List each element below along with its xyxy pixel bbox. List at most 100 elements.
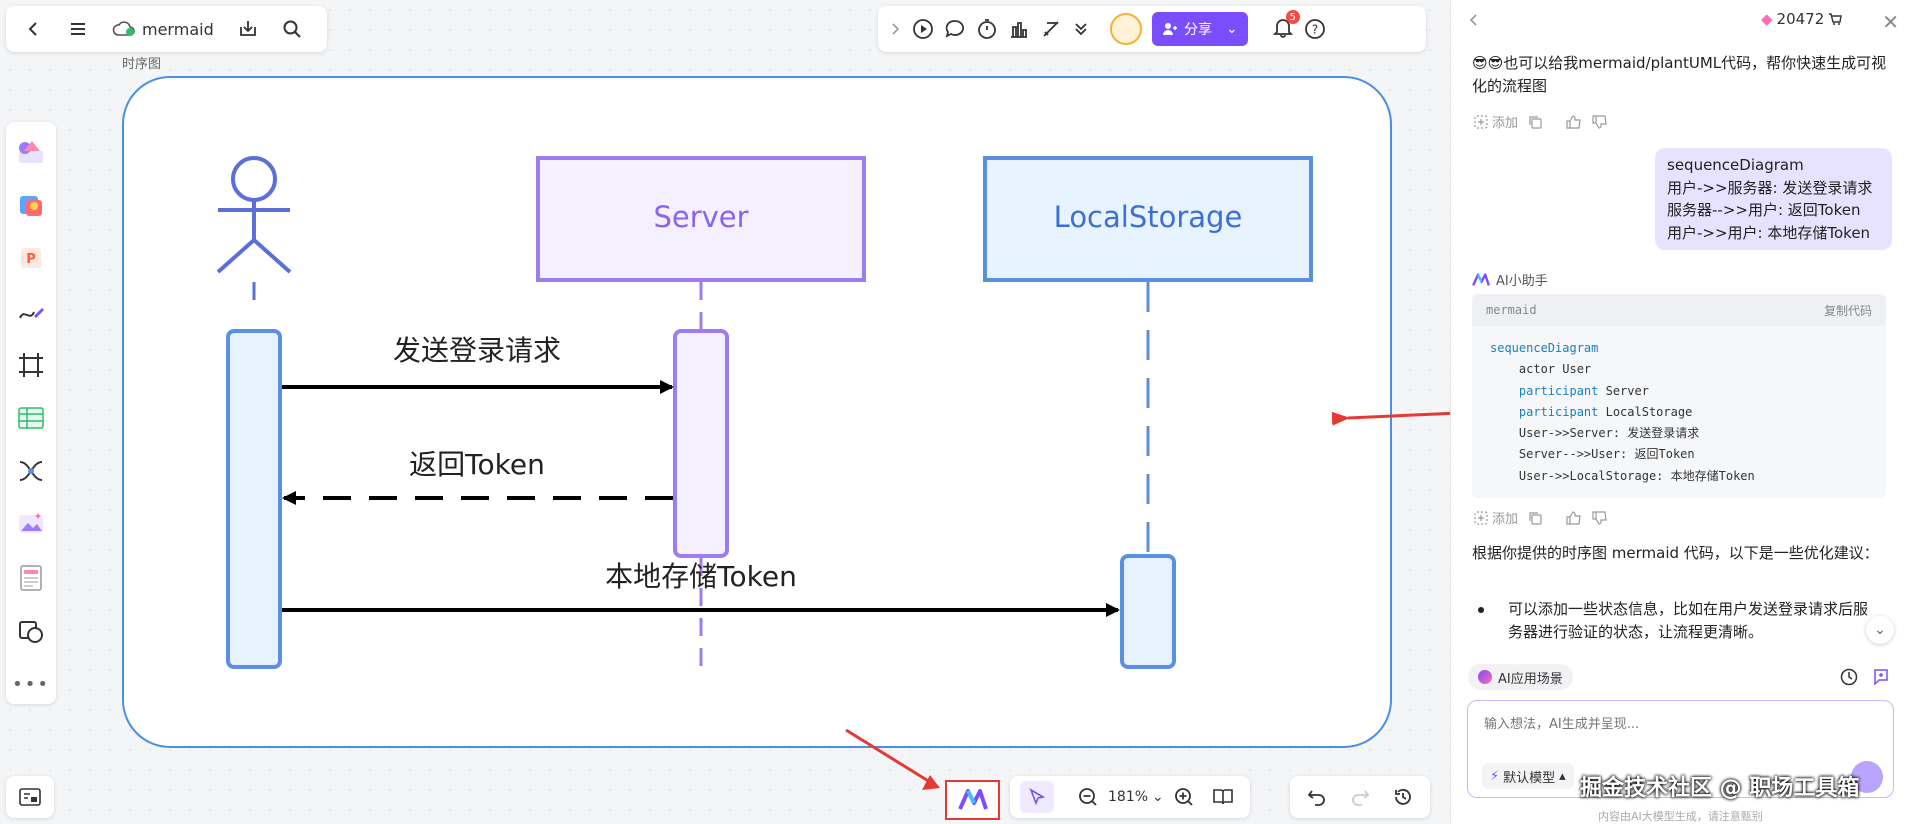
- sequence-diagram: Server LocalStorage 发送登录请求 返回Token 本地存储T…: [216, 156, 1450, 790]
- model-select[interactable]: ⚡ 默认模型 ▴: [1482, 763, 1574, 789]
- ai-disclaimer: 内容由AI大模型生成，请注意甄别: [1598, 810, 1763, 823]
- message-label-2: 返回Token: [409, 448, 545, 481]
- vote-icon[interactable]: [1008, 18, 1030, 40]
- thumbs-up-icon[interactable]: [1566, 114, 1582, 129]
- back-button[interactable]: [16, 11, 52, 47]
- table-icon: [18, 407, 44, 429]
- scene-label: AI应用场景: [1498, 671, 1563, 687]
- image-tool[interactable]: [14, 505, 48, 544]
- templates-tool[interactable]: [14, 132, 48, 171]
- annotation-arrowhead-launcher: [922, 775, 940, 790]
- close-icon: ✕: [1882, 10, 1899, 34]
- code-content: sequenceDiagram actor User participant S…: [1472, 326, 1886, 499]
- thumbs-down-icon[interactable]: [1592, 114, 1608, 129]
- document-name: mermaid: [142, 19, 214, 39]
- add-to-canvas-button[interactable]: 添加: [1474, 112, 1518, 131]
- minimap-button[interactable]: [6, 776, 54, 818]
- top-right-toolbar: 分享 ⌄ 5 ?: [878, 6, 1426, 52]
- message-actions-1: 添加: [1474, 112, 1608, 131]
- ai-logo-icon: [957, 789, 988, 810]
- ai-logo-icon: [1472, 272, 1490, 286]
- timer-icon[interactable]: [976, 18, 998, 40]
- shapes-icon: [19, 621, 43, 644]
- user-avatar[interactable]: [1110, 13, 1142, 45]
- suggestion-list: 可以添加一些状态信息，比如在用户发送登录请求后服务器进行验证的状态，让流程更清晰…: [1478, 598, 1878, 644]
- send-button[interactable]: [1851, 761, 1883, 793]
- collapse-panel-icon[interactable]: [1467, 13, 1481, 27]
- user-message-line: 用户->>服务器: 发送登录请求: [1667, 178, 1873, 197]
- hamburger-icon: [71, 23, 85, 35]
- user-message-bubble: sequenceDiagram 用户->>服务器: 发送登录请求 服务器-->>…: [1655, 148, 1892, 250]
- scroll-to-bottom-button[interactable]: ⌄: [1866, 616, 1894, 644]
- share-dropdown-icon[interactable]: ⌄: [1226, 21, 1238, 37]
- thumbs-up-icon[interactable]: [1566, 510, 1582, 525]
- history-toolbar: [1290, 776, 1430, 818]
- assistant-reply-intro: 根据你提供的时序图 mermaid 代码，以下是一些优化建议：: [1472, 544, 1879, 562]
- add-to-canvas-button[interactable]: 添加: [1474, 508, 1518, 527]
- more-tools-button[interactable]: •••: [12, 665, 48, 704]
- copy-icon[interactable]: [1528, 511, 1542, 525]
- scene-icon: [1478, 670, 1492, 684]
- add-canvas-icon: [1474, 510, 1488, 525]
- redo-icon[interactable]: [1350, 787, 1370, 807]
- reading-mode-icon[interactable]: [1212, 787, 1234, 807]
- zoom-out-icon[interactable]: [1078, 787, 1098, 807]
- text-tool[interactable]: P: [14, 239, 48, 278]
- chevron-right-icon[interactable]: [888, 22, 902, 36]
- document-title[interactable]: mermaid: [104, 20, 222, 39]
- frame-tool[interactable]: [14, 345, 48, 384]
- new-chat-icon[interactable]: [1872, 668, 1890, 686]
- thumbs-down-icon[interactable]: [1592, 510, 1608, 525]
- copy-code-button[interactable]: 复制代码: [1823, 303, 1872, 318]
- play-icon[interactable]: [912, 18, 934, 40]
- pen-tool[interactable]: [14, 292, 48, 331]
- minimap-icon: [19, 788, 41, 806]
- user-message-line: 用户->>用户: 本地存储Token: [1667, 223, 1871, 242]
- coin-count: 20472: [1776, 10, 1825, 28]
- table-tool[interactable]: [14, 398, 48, 437]
- chat-input-box: ⚡ 默认模型 ▴: [1467, 700, 1894, 798]
- coin-balance[interactable]: ◆ 20472: [1761, 10, 1843, 28]
- document-tool[interactable]: [14, 558, 48, 597]
- chevron-up-icon: ▴: [1559, 768, 1566, 784]
- cursor-icon: [1029, 788, 1046, 806]
- message-actions-2: 添加: [1474, 508, 1608, 527]
- participant-server-label: Server: [653, 200, 748, 234]
- shape-tool[interactable]: [14, 611, 48, 650]
- watermark: 掘金技术社区 @ 职场工具箱: [1580, 776, 1860, 801]
- sticker-tool[interactable]: [14, 185, 48, 224]
- zoom-in-icon[interactable]: [1174, 787, 1194, 807]
- select-mode-button[interactable]: [1020, 781, 1054, 813]
- help-icon[interactable]: ?: [1304, 18, 1326, 40]
- download-button[interactable]: [230, 11, 266, 47]
- participant-localstorage[interactable]: LocalStorage: [983, 156, 1313, 282]
- notification-button[interactable]: 5: [1272, 10, 1300, 42]
- participant-server[interactable]: Server: [536, 156, 866, 282]
- laser-pointer-icon[interactable]: [1040, 18, 1062, 40]
- search-button[interactable]: [274, 11, 310, 47]
- shapes-library-icon: [19, 140, 43, 163]
- history-icon[interactable]: [1393, 787, 1413, 807]
- history-icon[interactable]: [1840, 668, 1858, 686]
- ai-scenes-button[interactable]: AI应用场景: [1468, 664, 1573, 690]
- frame-icon: [19, 352, 43, 377]
- chat-input[interactable]: [1484, 717, 1844, 732]
- menu-button[interactable]: [60, 11, 96, 47]
- bell-icon: [1272, 19, 1293, 38]
- actor-user[interactable]: [216, 156, 292, 274]
- connector-tool[interactable]: [14, 452, 48, 491]
- download-icon: [239, 21, 256, 36]
- assistant-header: AI小助手: [1472, 270, 1548, 289]
- user-activation: [226, 329, 282, 669]
- comment-icon[interactable]: [944, 18, 966, 40]
- share-button[interactable]: 分享 ⌄: [1152, 12, 1248, 46]
- code-block-header: mermaid 复制代码: [1472, 294, 1886, 326]
- double-chevron-down-icon[interactable]: [1072, 20, 1090, 38]
- bullet-icon: [1478, 607, 1484, 613]
- undo-icon[interactable]: [1307, 787, 1327, 807]
- document-icon: [20, 565, 42, 591]
- copy-icon[interactable]: [1528, 115, 1542, 129]
- ai-assistant-launcher[interactable]: [945, 780, 1000, 820]
- close-panel-button[interactable]: ✕: [1882, 10, 1899, 34]
- zoom-level-select[interactable]: 181% ⌄: [1108, 789, 1164, 805]
